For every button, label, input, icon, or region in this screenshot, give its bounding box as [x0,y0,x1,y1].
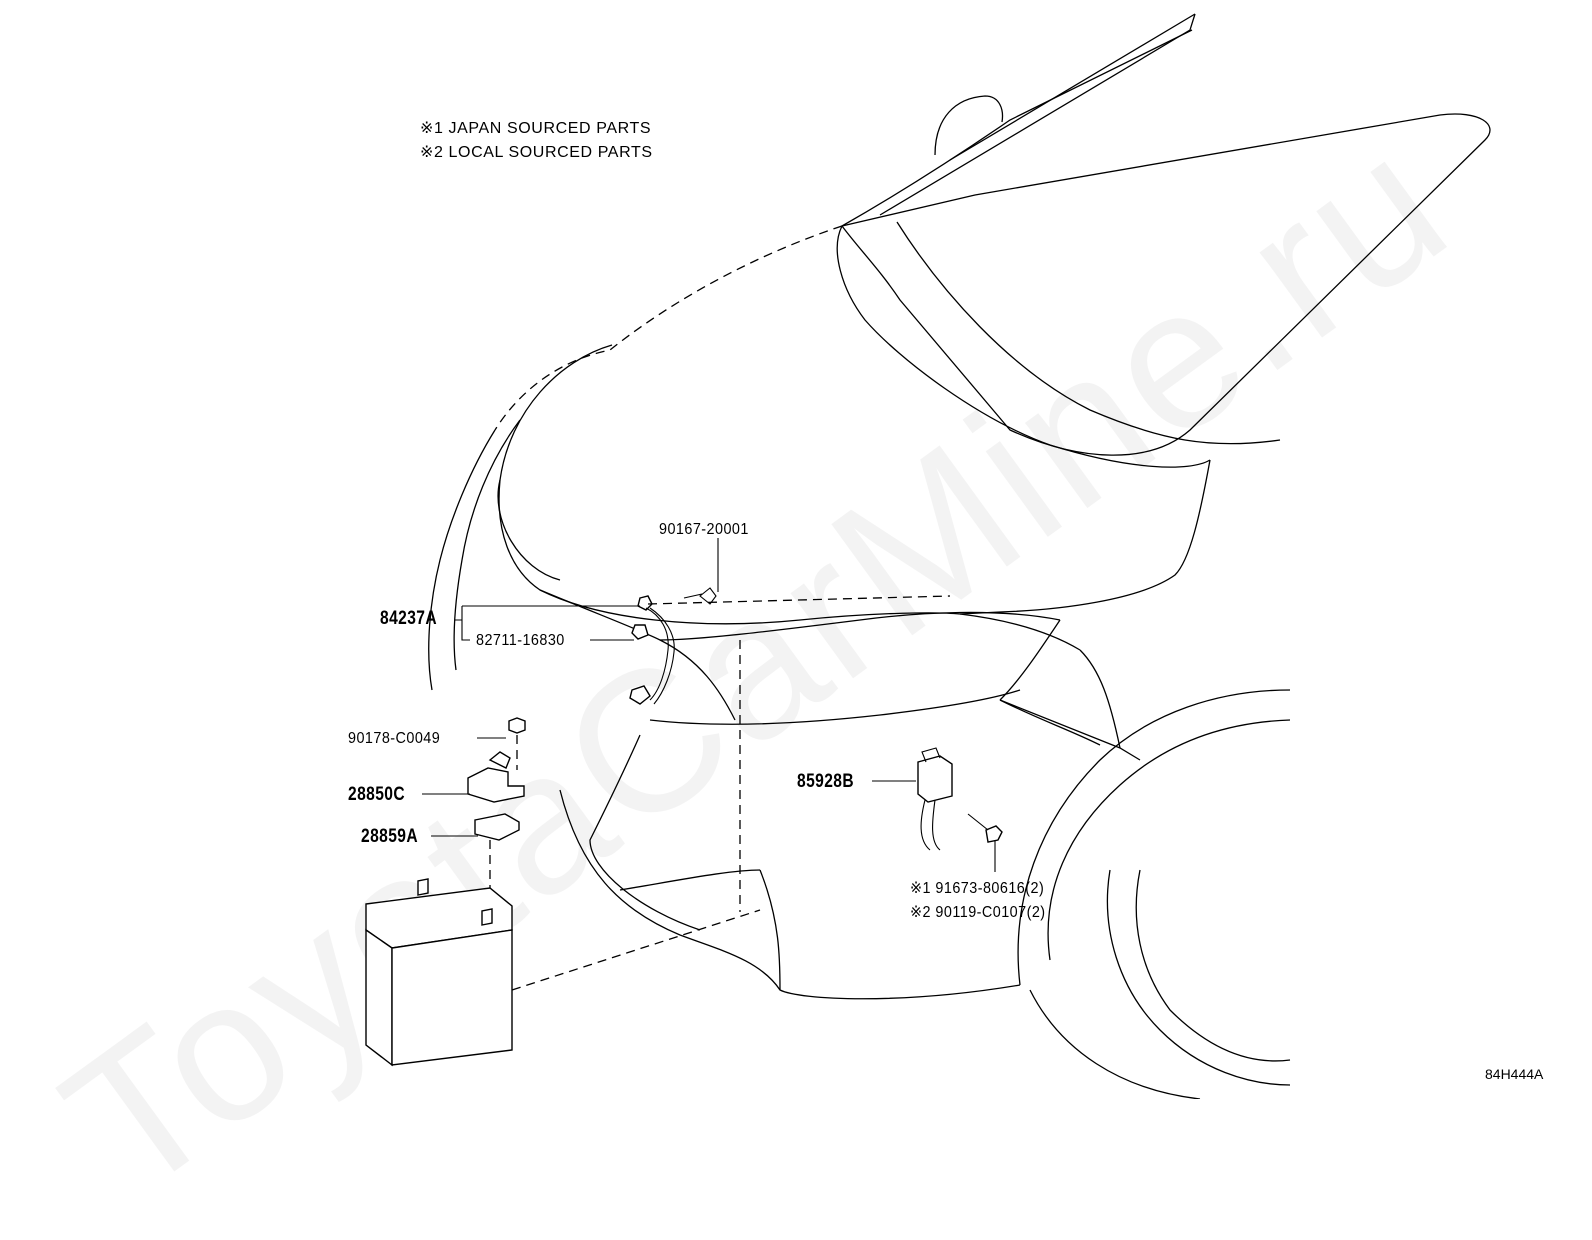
sensor-wire [920,799,941,851]
hood-crease [896,221,1281,445]
battery-post-right [481,908,493,926]
dash-battery-to-body [511,909,761,991]
vehicle-outline-drawing [365,13,1491,1099]
part-label-84237A[interactable]: 84237A [380,608,438,629]
hood-front-edge [836,225,1211,468]
screw-91673 [985,825,1003,843]
part-label-85928B[interactable]: 85928B [797,771,855,792]
arch-top [999,699,1101,746]
windshield-top-line-2 [879,13,1196,216]
tire-outer [1029,989,1201,1099]
bumper-crease [619,869,761,891]
battery-post-left [417,878,429,896]
hood-surface-left [498,344,961,625]
terminal-cap [488,751,511,769]
note-japan-sourced: ※1 JAPAN SOURCED PARTS [420,120,652,137]
hood-lower [959,459,1211,615]
horn-connector [629,685,651,705]
bumper-side [559,789,1021,1000]
part-label-91673-80616[interactable]: ※1 91673-80616(2) [910,880,1045,897]
battery-side [391,929,513,1066]
hood-upper-edge [840,113,1491,456]
horn-bracket-mid [631,624,649,640]
headlamp-outer [999,619,1061,701]
battery-front [365,928,393,1067]
horn-bracket-top [637,595,653,611]
dash-90167-to-hood [647,595,951,605]
part-label-28859A[interactable]: 28859A [361,826,419,847]
tire-sidewall [1135,869,1291,1062]
hood-lip [497,479,561,581]
terminal-28850C [467,767,525,803]
windshield-top-line [949,13,1196,161]
fender-to-arch [1079,649,1121,749]
screw-shank [967,813,989,831]
wheel-arch-inner [1047,719,1291,961]
horn-wire-2 [649,607,675,705]
fender-line [959,613,1081,651]
cover-28859A [474,813,520,841]
part-label-28850C[interactable]: 28850C [348,784,406,805]
corner-line [759,869,781,991]
mirror [934,95,1004,156]
bolt-90167 [683,587,717,605]
parts-diagram: ToyotaCarMine.ru [27,13,1544,1237]
tire-tread [1106,869,1291,1086]
wheel-arch-outer [1017,689,1291,986]
fascia-inner [453,419,521,671]
part-label-90119-C0107[interactable]: ※2 90119-C0107(2) [910,904,1046,921]
part-label-90178-C0049[interactable]: 90178-C0049 [348,730,441,747]
horn-wire [645,607,669,701]
diagram-code: 84H444A [1485,1066,1544,1082]
part-label-90167-20001[interactable]: 90167-20001 [659,521,749,538]
a-pillar [841,29,1193,227]
hood-dash-left [494,225,843,431]
fascia-upper [428,429,496,691]
nut-90178 [508,717,526,734]
sensor-mount-tab [921,747,941,763]
sensor-housing [917,755,953,803]
front-lower-edge [589,734,701,931]
leader-84237A [455,605,640,641]
note-local-sourced: ※2 LOCAL SOURCED PARTS [420,144,653,161]
headlamp-lower [649,689,1021,725]
grille-top [539,589,736,721]
fender-peak [999,699,1141,761]
headlamp-upper [659,611,1061,641]
part-label-82711-16830[interactable]: 82711-16830 [476,632,565,649]
